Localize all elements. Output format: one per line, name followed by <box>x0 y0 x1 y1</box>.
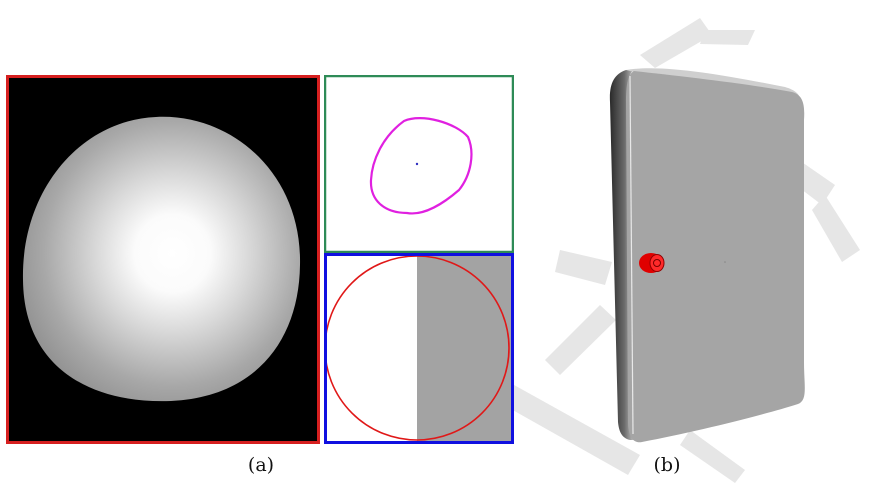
red-marker-icon <box>639 253 665 273</box>
contour-panel <box>324 75 514 253</box>
circle-panel <box>324 253 514 444</box>
closed-contour-icon <box>369 117 473 215</box>
sphere-panel <box>6 75 320 444</box>
half-fill-region <box>417 253 514 444</box>
slab-panel <box>600 62 820 447</box>
3d-slab-icon <box>626 71 805 443</box>
center-point <box>415 162 419 166</box>
caption-b: (b) <box>653 454 681 476</box>
shaded-sphere-icon <box>22 116 301 402</box>
caption-a: (a) <box>247 454 275 476</box>
